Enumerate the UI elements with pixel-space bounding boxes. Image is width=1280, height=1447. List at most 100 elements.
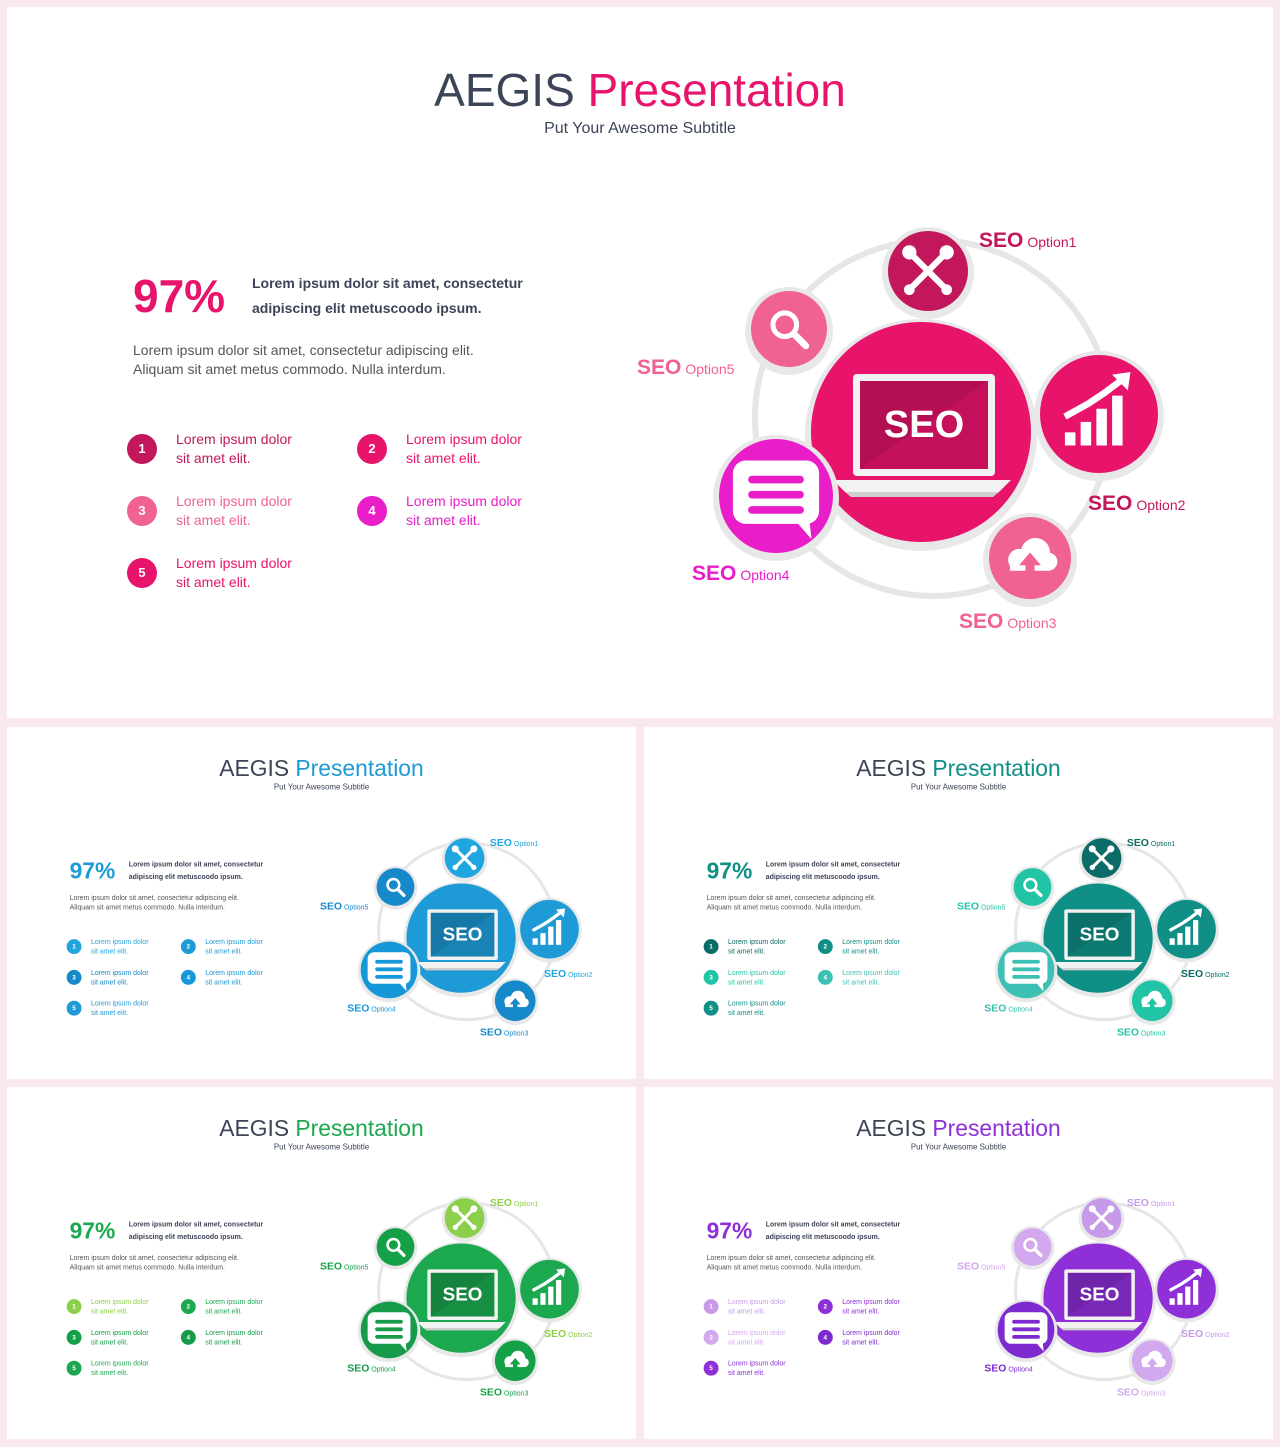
option-seo-label: SEO xyxy=(347,1362,370,1375)
chart-satellite xyxy=(1034,351,1164,481)
tools-icon xyxy=(902,245,954,296)
percent-stat: 97% xyxy=(69,1217,116,1244)
chart-icon xyxy=(1168,1268,1203,1305)
list-item-line: Lorem ipsum dolor xyxy=(842,968,900,977)
list-item-line: sit amet elit. xyxy=(90,947,129,956)
title-main: AEGIS xyxy=(219,1115,290,1142)
list-item-line: sit amet elit. xyxy=(90,977,129,986)
search-satellite xyxy=(745,287,833,375)
number-badge: 1 xyxy=(703,1299,719,1315)
list-item-line: Lorem ipsum dolor xyxy=(90,968,149,977)
list-item-line: Lorem ipsum dolor xyxy=(90,999,149,1008)
list-item-line: sit amet elit. xyxy=(205,977,243,986)
list-item-line: Lorem ipsum dolor xyxy=(176,493,292,509)
title-main: AEGIS xyxy=(856,1115,927,1142)
option-seo-label: SEO xyxy=(984,1002,1007,1015)
option-name: Option5 xyxy=(344,1262,369,1271)
option-seo-label: SEO xyxy=(1116,1026,1139,1038)
list-item-line: sit amet elit. xyxy=(842,1307,880,1316)
body-text: Lorem ipsum dolor sit amet, consectetur … xyxy=(70,1253,269,1272)
list-item-line: Lorem ipsum dolor xyxy=(727,1328,786,1337)
list-item-line: sit amet elit. xyxy=(406,512,481,528)
option-name: Option2 xyxy=(568,1330,593,1339)
list-item-line: sit amet elit. xyxy=(842,1337,880,1346)
number-badge: 5 xyxy=(127,558,157,588)
option-name: Option4 xyxy=(371,1365,396,1374)
chat-satellite xyxy=(994,939,1058,1003)
search-satellite xyxy=(373,1226,418,1270)
option-name: Option3 xyxy=(1140,1389,1166,1398)
option-seo-label: SEO xyxy=(489,837,512,849)
body-text: Lorem ipsum dolor sit amet, consectetur … xyxy=(133,341,533,379)
title-highlight: Presentation xyxy=(587,64,846,116)
page-title: AEGIS Presentation xyxy=(7,63,1273,117)
option-seo-label: SEO xyxy=(1181,967,1204,980)
lead-text: Lorem ipsum dolor sit amet, consectetur … xyxy=(765,860,901,881)
title-highlight: Presentation xyxy=(295,755,424,782)
cloud-upload-satellite xyxy=(491,1338,539,1386)
option-seo-label: SEO xyxy=(979,229,1024,252)
seo-diagram: SEO xyxy=(713,227,1164,607)
number-badge: 3 xyxy=(127,496,157,526)
cloud-upload-icon xyxy=(1141,1350,1166,1369)
option-name: Option2 xyxy=(1205,1330,1230,1339)
option-name: Option1 xyxy=(1150,1199,1176,1208)
option-name: Option5 xyxy=(685,361,735,377)
option-name: Option3 xyxy=(503,1389,529,1398)
subtitle: Put Your Awesome Subtitle xyxy=(910,783,1007,792)
chart-icon xyxy=(531,1268,566,1305)
list-item-line: Lorem ipsum dolor xyxy=(727,1359,786,1368)
list-item-line: sit amet elit. xyxy=(90,1008,129,1017)
option-name: Option4 xyxy=(1008,1365,1033,1374)
option-seo-label: SEO xyxy=(544,1327,567,1340)
subtitle: Put Your Awesome Subtitle xyxy=(273,1143,370,1152)
option-seo-label: SEO xyxy=(959,610,1004,633)
laptop-icon xyxy=(1054,1269,1143,1331)
body-text: Lorem ipsum dolor sit amet, consectetur … xyxy=(70,893,269,912)
option-seo-label: SEO xyxy=(347,1002,370,1015)
list-item-line: sit amet elit. xyxy=(90,1337,129,1346)
option-name: Option3 xyxy=(1007,615,1057,631)
chart-satellite xyxy=(1154,897,1219,963)
laptop-icon xyxy=(833,374,1011,497)
body-line: Lorem ipsum dolor sit amet, consectetur … xyxy=(706,893,876,902)
option-seo-label: SEO xyxy=(489,1197,512,1209)
option-name: Option5 xyxy=(344,902,369,911)
percent-stat: 97% xyxy=(133,270,226,322)
number-badge: 3 xyxy=(66,1329,82,1345)
tools-icon xyxy=(1088,845,1115,871)
option-name: Option1 xyxy=(1027,234,1077,250)
tools-satellite xyxy=(882,227,974,319)
body-text: Lorem ipsum dolor sit amet, consectetur … xyxy=(707,893,906,912)
search-icon xyxy=(386,877,406,898)
number-badge: 2 xyxy=(817,939,833,955)
search-icon xyxy=(386,1237,406,1258)
list-item-line: sit amet elit. xyxy=(727,1368,766,1377)
